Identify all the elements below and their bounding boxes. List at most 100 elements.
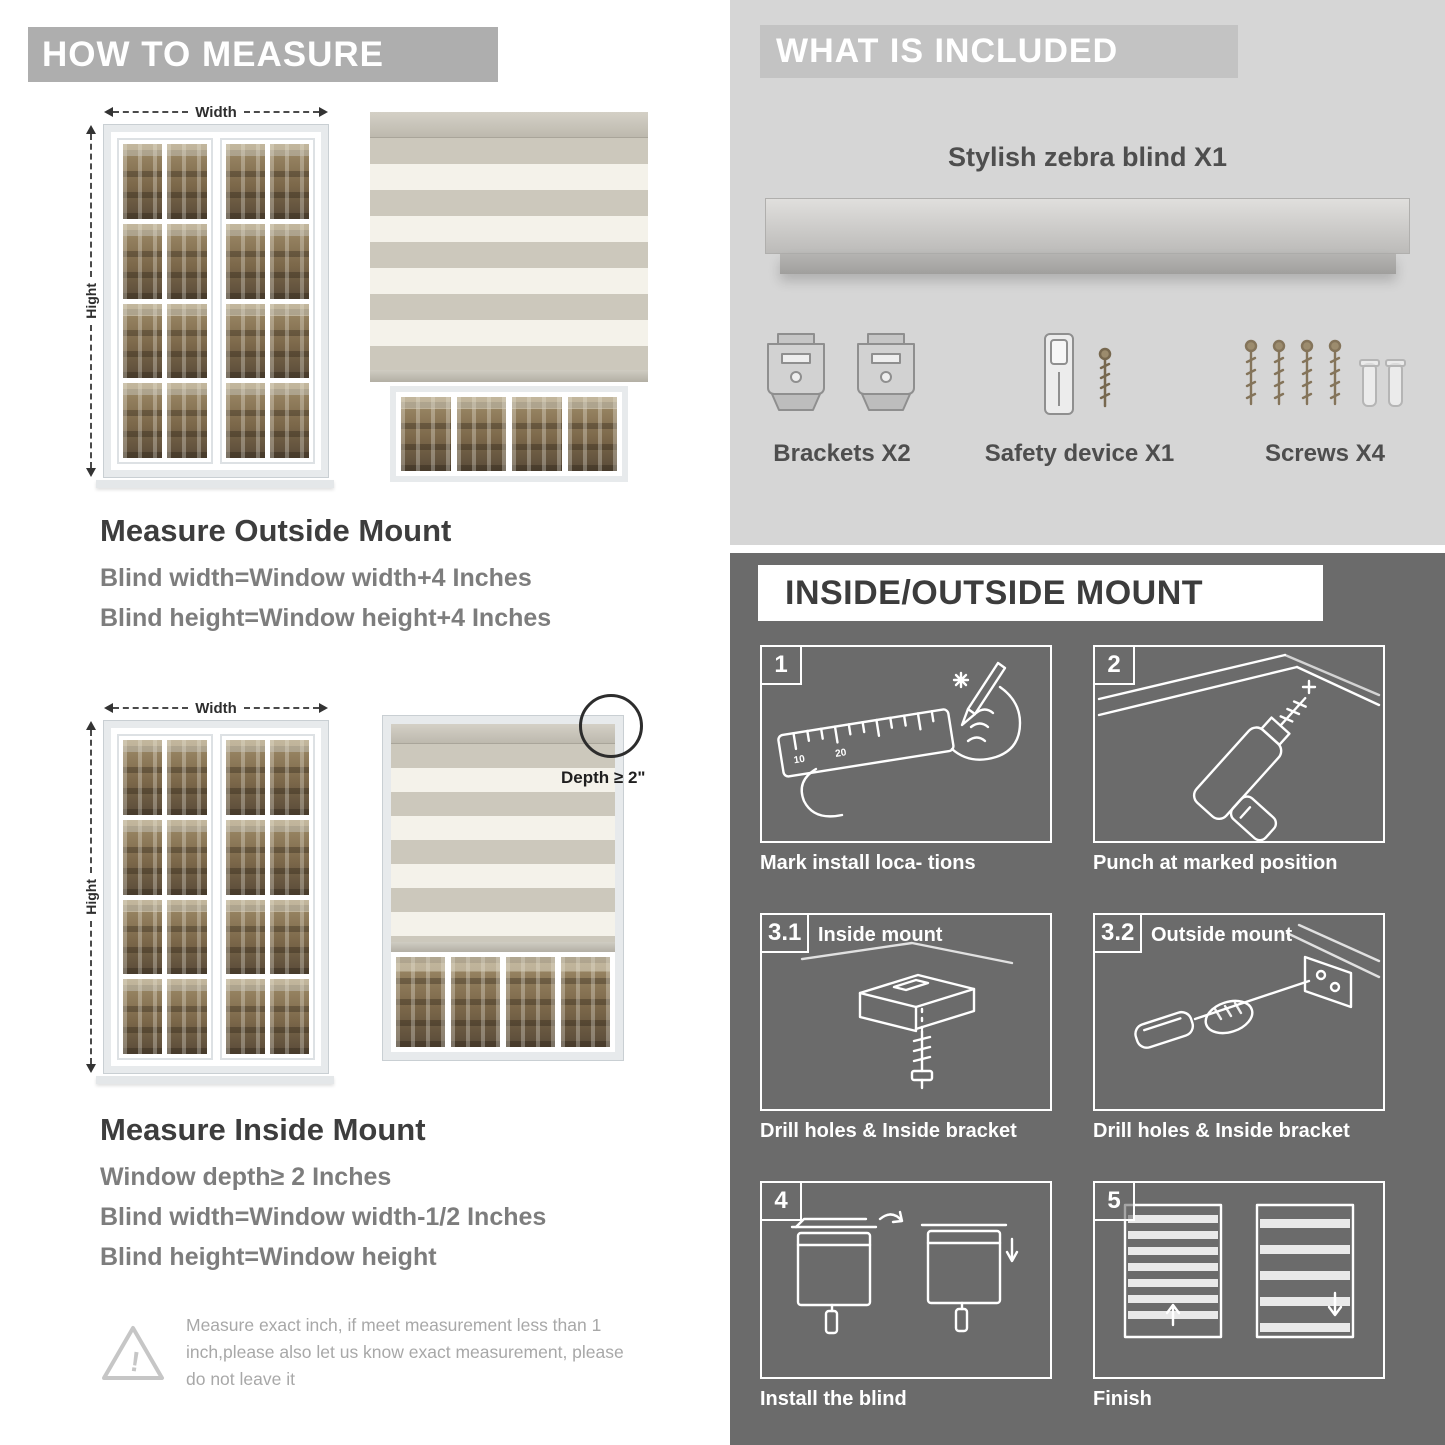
window-pane [123, 144, 163, 219]
window-pane [225, 819, 265, 895]
window-pane [123, 899, 163, 975]
brackets-label: Brackets X2 [773, 440, 911, 467]
window-pane [269, 899, 309, 975]
window-pane [225, 223, 265, 299]
window-pane [269, 383, 309, 458]
step-3-2-panel: 3.2 Outside mount [1093, 913, 1385, 1111]
window-pane [167, 899, 207, 975]
safety-device-icon [1044, 333, 1112, 415]
anchors [1358, 359, 1406, 407]
safety-device-label: Safety device X1 [984, 440, 1175, 467]
window-pane [225, 740, 265, 815]
window-pane [456, 397, 506, 471]
window-pane [269, 303, 309, 379]
window-pane [225, 899, 265, 975]
window-pane [123, 979, 163, 1054]
window-below-blind [390, 386, 628, 482]
zebra-blind-outside-figure [370, 112, 648, 482]
window-photo [103, 124, 329, 478]
window-pane [567, 397, 617, 471]
step-number: 2 [1095, 647, 1135, 685]
step-3-2-caption: Drill holes & Inside bracket [1093, 1120, 1350, 1142]
arrow-up-icon [86, 125, 96, 134]
install-blind-illustration [790, 1210, 1019, 1335]
window-below-blind [391, 952, 615, 1052]
window-sash [219, 138, 315, 464]
window-pane [396, 957, 445, 1047]
step-number: 3.2 [1095, 915, 1143, 953]
window-photo [103, 720, 329, 1074]
window-pane [123, 303, 163, 379]
warning-triangle-icon: ! [102, 1325, 164, 1380]
step-4: 4 [760, 1181, 1052, 1411]
height-label: Hight [83, 879, 99, 915]
step-5-caption: Finish [1093, 1388, 1152, 1410]
window-pane [269, 223, 309, 299]
blind-stripes [370, 138, 648, 370]
svg-text:20: 20 [834, 747, 847, 760]
window-sash [117, 138, 213, 464]
width-arrow: Width [104, 698, 329, 718]
step-number: 1 [762, 647, 802, 685]
how-to-measure-header: HOW TO MEASURE [28, 27, 498, 82]
window-measure-figure: Width Hight [78, 102, 334, 488]
window-pane [451, 957, 500, 1047]
svg-text:10: 10 [793, 754, 806, 767]
window-pane [167, 144, 207, 219]
measure-warning: ! Measure exact inch, if meet measuremen… [100, 1312, 645, 1393]
window-sill [96, 480, 334, 488]
arrow-right-icon [319, 107, 329, 117]
blind-rail-image [780, 254, 1396, 274]
svg-text:!: ! [128, 1345, 142, 1377]
step-3-1-title: Inside mount [818, 924, 943, 946]
window-measure-figure: Width Hight [78, 698, 334, 1084]
steps-grid: 1 10 [760, 645, 1385, 1411]
outside-bracket-illustration [1134, 923, 1381, 1049]
step-3-1: 3.1 Inside mount [760, 913, 1052, 1143]
mount-steps-section: INSIDE/OUTSIDE MOUNT 1 [730, 553, 1445, 1445]
inside-mount-title: Measure Inside Mount [100, 1112, 426, 1147]
right-column: WHAT IS INCLUDED Stylish zebra blind X1 [730, 0, 1445, 1445]
step-4-caption: Install the blind [760, 1388, 907, 1410]
outside-height-formula: Blind height=Window height+4 Inches [100, 604, 552, 632]
screws-label: Screws X4 [1264, 440, 1386, 467]
step-number: 3.1 [762, 915, 810, 953]
window-pane [561, 957, 610, 1047]
window-pane [167, 303, 207, 379]
what-is-included-section: WHAT IS INCLUDED Stylish zebra blind X1 [730, 0, 1445, 545]
window-pane [225, 383, 265, 458]
outside-width-formula: Blind width=Window width+4 Inches [100, 564, 532, 592]
blind-bottomrail [370, 370, 648, 382]
step-number: 4 [762, 1183, 802, 1221]
depth-callout-label: Depth ≥ 2" [561, 768, 646, 787]
arrow-left-icon [104, 107, 113, 117]
step-3-2: 3.2 Outside mount [1093, 913, 1385, 1143]
width-label: Width [195, 699, 237, 717]
outside-mount-figure: Width Hight [78, 102, 658, 502]
product-name: Stylish zebra blind X1 [947, 142, 1228, 172]
window-pane [123, 819, 163, 895]
window-pane [269, 144, 309, 219]
height-arrow: Hight [78, 721, 104, 1074]
step-3-2-title: Outside mount [1151, 924, 1293, 946]
blind-stripes [391, 744, 615, 942]
included-item-screws: Screws X4 [1235, 330, 1415, 468]
included-items: Brackets X2 [760, 330, 1415, 468]
window-pane [225, 144, 265, 219]
step-3-1-caption: Drill holes & Inside bracket [760, 1120, 1017, 1142]
blind-cassette-image [765, 198, 1410, 254]
arrow-down-icon [86, 468, 96, 478]
height-arrow: Hight [78, 125, 104, 478]
window-pane [512, 397, 562, 471]
warning-text: Measure exact inch, if meet measurement … [186, 1315, 624, 1390]
window-sill [96, 1076, 334, 1084]
window-sash [219, 734, 315, 1060]
brackets-icon [767, 333, 915, 411]
window-pane [225, 979, 265, 1054]
outside-mount-title: Measure Outside Mount [100, 513, 452, 548]
included-item-safety-device: Safety device X1 [985, 330, 1174, 468]
inside-depth-formula: Window depth≥ 2 Inches [100, 1163, 392, 1191]
screws-icon [1244, 339, 1406, 407]
inside-height-formula: Blind height=Window height [100, 1243, 437, 1271]
